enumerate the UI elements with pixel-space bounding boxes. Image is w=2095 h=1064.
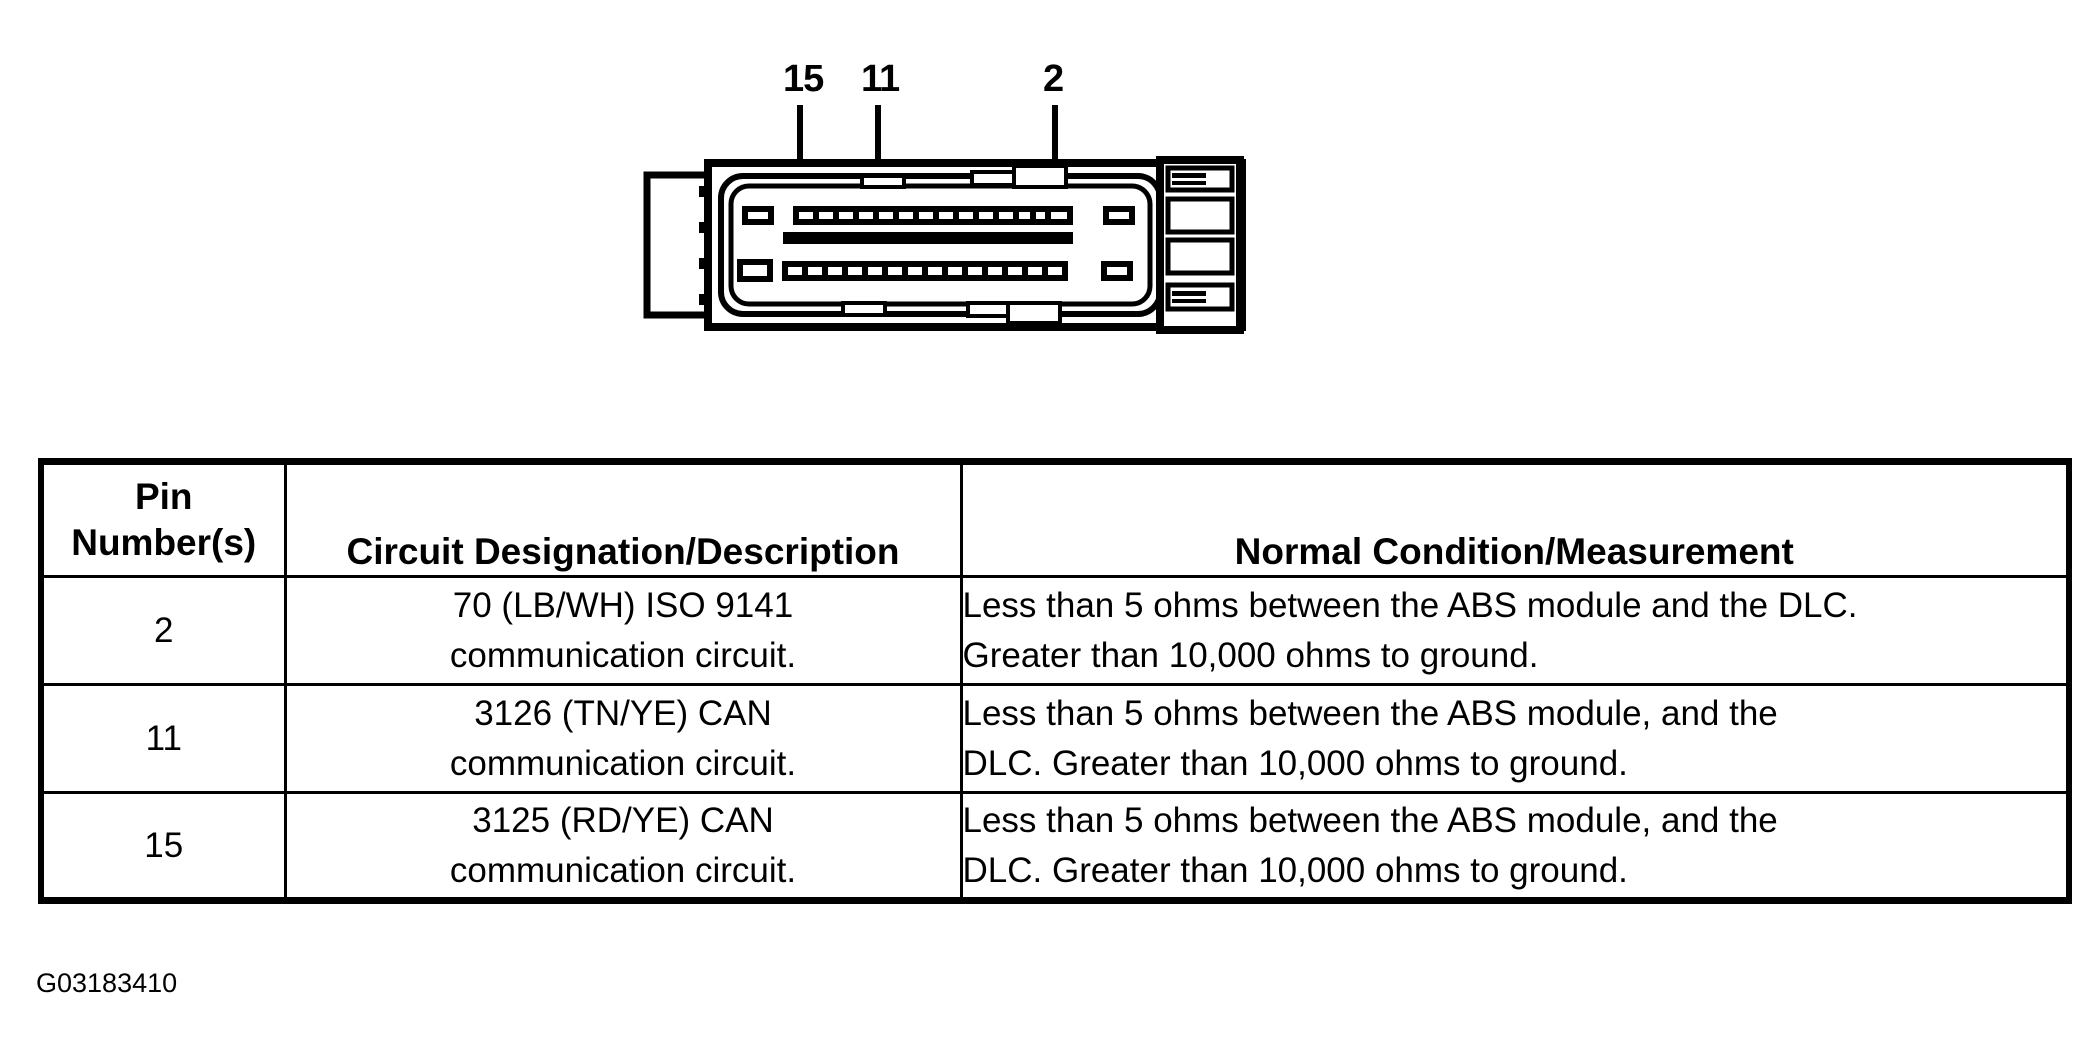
cell-circuit-designation: 70 (LB/WH) ISO 9141 communication circui…	[283, 575, 963, 686]
cell-circuit-designation: 3125 (RD/YE) CAN communication circuit.	[283, 791, 963, 904]
table-row: 2 70 (LB/WH) ISO 9141 communication circ…	[38, 575, 2072, 686]
column-header-pin-number-line2: Number(s)	[71, 522, 257, 563]
connector-pin-row-bottom	[782, 261, 1068, 281]
cell-circuit-line2: communication circuit.	[449, 635, 797, 675]
connector-bottom-latches	[841, 301, 1062, 325]
callout-label-2: 2	[1043, 58, 1064, 100]
column-header-circuit-designation: Circuit Designation/Description	[283, 458, 963, 578]
cell-normal-condition: Less than 5 ohms between the ABS module,…	[959, 791, 2072, 904]
connector-pin-row-top	[793, 206, 1073, 225]
cell-normal-condition: Less than 5 ohms between the ABS module,…	[959, 683, 2072, 794]
cell-pin-number: 15	[38, 791, 287, 904]
connector-shell-outline-2	[728, 183, 1153, 307]
cell-pin-number: 2	[38, 575, 287, 686]
column-header-pin-number: Pin Number(s)	[38, 458, 287, 578]
connector-mid-bar	[783, 232, 1073, 244]
cell-pin-number: 11	[38, 683, 287, 794]
connector-top-latches	[860, 164, 1068, 189]
connector-right-lock-block	[1156, 156, 1244, 334]
figure-caption: G03183410	[36, 968, 178, 998]
connector-diagram: 15 11 2	[0, 0, 2095, 430]
connector-drawing	[643, 156, 1246, 334]
table-row: 15 3125 (RD/YE) CAN communication circui…	[38, 791, 2072, 904]
cell-normal-line2: DLC. Greater than 10,000 ohms to ground.	[962, 850, 1628, 890]
connector-pin-bottom-left-end	[737, 259, 773, 282]
cell-normal-line1: Less than 5 ohms between the ABS module,…	[962, 800, 1778, 840]
cell-normal-line2: Greater than 10,000 ohms to ground.	[962, 635, 1539, 675]
cell-circuit-line1: 70 (LB/WH) ISO 9141	[452, 585, 794, 625]
callout-label-15: 15	[783, 58, 824, 100]
cell-normal-condition: Less than 5 ohms between the ABS module …	[959, 575, 2072, 686]
connector-pin-bottom-right-end	[1101, 261, 1133, 281]
cell-normal-line2: DLC. Greater than 10,000 ohms to ground.	[962, 743, 1628, 783]
cell-circuit-line2: communication circuit.	[449, 850, 797, 890]
cell-normal-line1: Less than 5 ohms between the ABS module …	[962, 585, 1858, 625]
cell-circuit-line2: communication circuit.	[449, 743, 797, 783]
cell-circuit-line1: 3125 (RD/YE) CAN	[472, 800, 774, 840]
cell-circuit-designation: 3126 (TN/YE) CAN communication circuit.	[283, 683, 963, 794]
callout-label-11: 11	[861, 58, 900, 100]
pin-measurement-table: Pin Number(s) Circuit Designation/Descri…	[38, 458, 2072, 904]
cell-normal-line1: Less than 5 ohms between the ABS module,…	[962, 693, 1778, 733]
column-header-pin-number-line1: Pin	[134, 476, 193, 517]
table-header-row: Pin Number(s) Circuit Designation/Descri…	[38, 458, 2072, 578]
column-header-normal-condition: Normal Condition/Measurement	[959, 458, 2072, 578]
connector-pin-top-right-end	[1103, 206, 1135, 225]
connector-pin-top-left-end	[742, 206, 774, 225]
table-row: 11 3126 (TN/YE) CAN communication circui…	[38, 683, 2072, 794]
cell-circuit-line1: 3126 (TN/YE) CAN	[474, 693, 772, 733]
